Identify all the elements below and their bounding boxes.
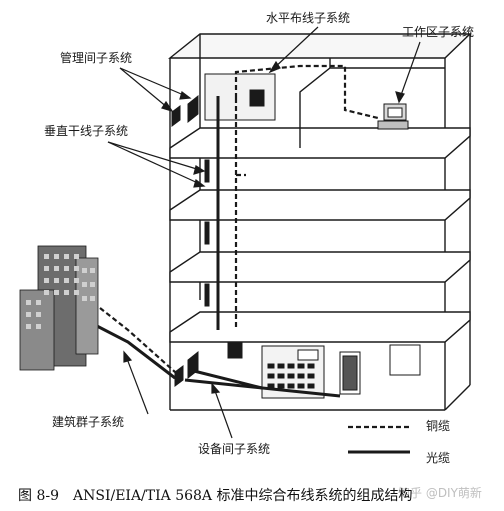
watermark: 知乎 @DIY萌新 <box>398 485 482 500</box>
legend: 铜缆 光缆 <box>348 418 450 465</box>
patch-panel-icon <box>249 89 265 107</box>
label-equipment-subsystem: 设备间子系统 <box>198 442 270 456</box>
network-device-icon <box>227 341 243 359</box>
equipment-room-distribution-icon <box>174 365 184 387</box>
legend-copper-label: 铜缆 <box>426 418 450 433</box>
figure-caption: 图 8-9 ANSI/EIA/TIA 568A 标准中综合布线系统的组成结构 <box>18 488 412 504</box>
label-work-area-subsystem: 工作区子系统 <box>402 25 474 39</box>
campus-building <box>19 245 99 371</box>
label-arrows <box>107 26 421 439</box>
copper-cables <box>99 64 379 373</box>
legend-fiber-label: 光缆 <box>426 451 450 465</box>
label-campus-subsystem: 建筑群子系统 <box>52 414 124 429</box>
distribution-frame-icon <box>171 105 181 127</box>
label-management-subsystem: 管理间子系统 <box>60 50 132 65</box>
label-vertical-subsystem: 垂直干线子系统 <box>44 124 128 138</box>
server-icon <box>339 351 361 395</box>
computer-icon <box>377 103 409 130</box>
label-horizontal-subsystem: 水平布线子系统 <box>266 11 350 25</box>
fiber-cables <box>94 96 341 398</box>
